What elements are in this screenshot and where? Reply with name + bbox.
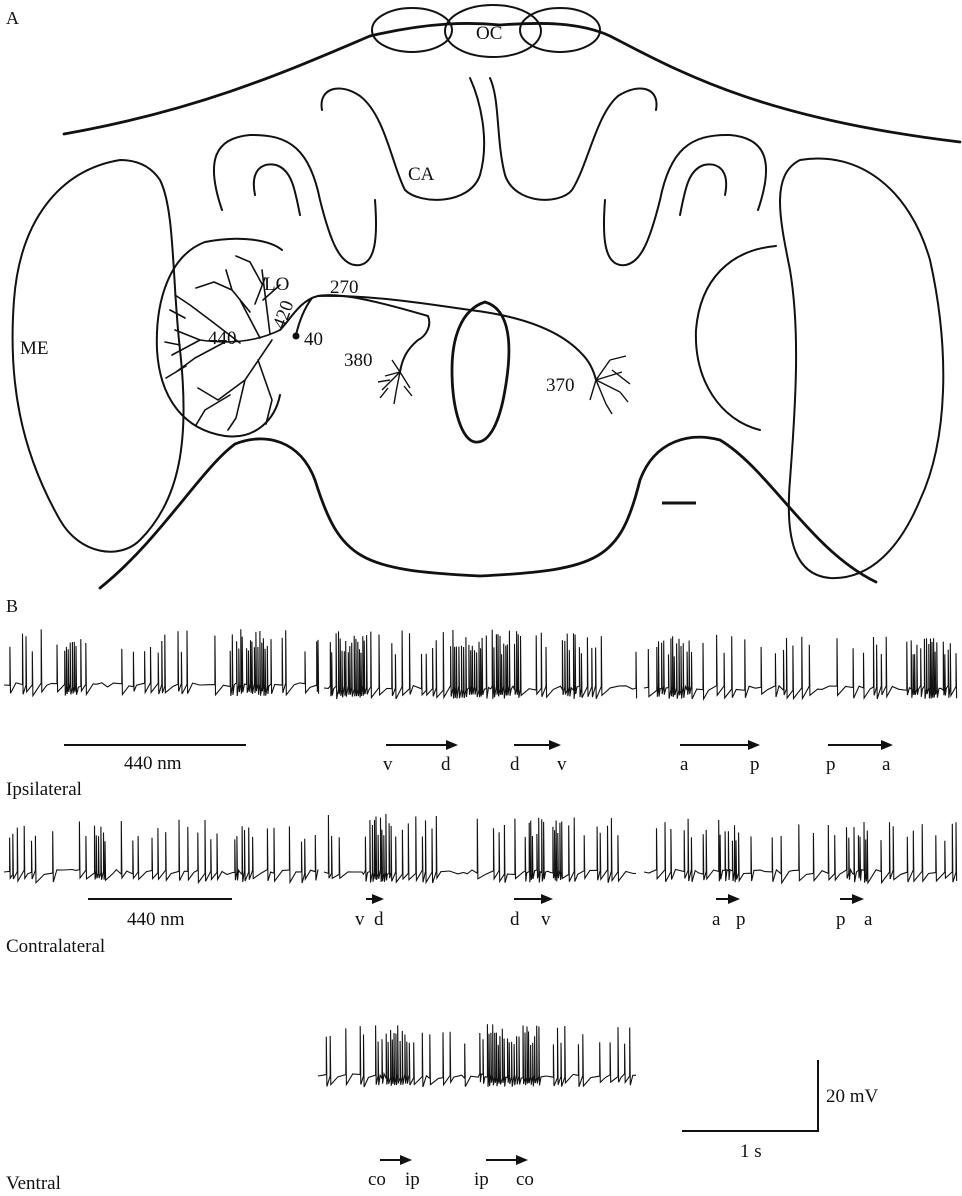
- row-ipsilateral: 440 nm Ipsilateral v d d v a p p a: [4, 629, 957, 800]
- spike-trace: [4, 629, 319, 696]
- calyx-right-inner: [680, 164, 726, 215]
- medulla-right: [780, 158, 943, 578]
- brain-outline: [64, 23, 960, 142]
- arrow-head: [372, 894, 384, 904]
- panel-b: B 440 nm Ipsilateral v d d v a p p a: [4, 596, 957, 1194]
- arrow-head: [881, 740, 893, 750]
- arrow-head: [549, 740, 561, 750]
- segment-from: v: [383, 754, 393, 775]
- stimulus-label: 440 nm: [124, 753, 182, 774]
- arrow-head: [748, 740, 760, 750]
- segment-from: v: [355, 909, 365, 930]
- depth-420-label: 420: [269, 298, 298, 332]
- calyx-inner-right-loop: [490, 78, 657, 200]
- central-oesophagus: [452, 302, 509, 442]
- panel-b-label: B: [6, 596, 18, 616]
- calyx-left-inner: [254, 164, 300, 215]
- segment-to: a: [882, 754, 891, 775]
- calyx-left-outer: [214, 135, 376, 265]
- spike-trace: [644, 819, 957, 883]
- segment-to: p: [736, 909, 746, 930]
- segment-from: co: [368, 1169, 386, 1190]
- row-ventral: Ventral co ip ip co: [6, 1024, 636, 1194]
- panel-a: A OC CA ME: [6, 5, 960, 588]
- segment-to: co: [516, 1169, 534, 1190]
- spike-trace: [324, 630, 637, 699]
- ocellus-left: [372, 8, 452, 52]
- scale-bar: 20 mV 1 s: [682, 1060, 879, 1162]
- spike-trace: [324, 814, 636, 883]
- brain-bottom-outline: [100, 437, 876, 588]
- segment-from: d: [510, 754, 520, 775]
- row-contralateral: 440 nm Contralateral v d d v a p p a: [4, 814, 957, 957]
- neuron-soma: [293, 333, 300, 340]
- stimulus-label: 440 nm: [127, 909, 185, 930]
- calyx-inner-left-loop: [322, 78, 485, 200]
- panel-a-label: A: [6, 8, 19, 28]
- medulla-label: ME: [20, 338, 49, 359]
- row-label-contralateral: Contralateral: [6, 936, 105, 957]
- segment-from: a: [712, 909, 721, 930]
- segment-to: a: [864, 909, 873, 930]
- segment-from: d: [510, 909, 520, 930]
- depth-370-label: 370: [546, 375, 575, 396]
- spike-trace: [318, 1024, 636, 1087]
- calyx-right-outer: [604, 135, 766, 265]
- scale-bar-lines: [682, 1060, 818, 1131]
- depth-440-label: 440: [208, 328, 237, 349]
- segment-to: v: [557, 754, 567, 775]
- calyx-label: CA: [408, 164, 435, 185]
- row-label-ipsilateral: Ipsilateral: [6, 779, 82, 800]
- arrow-head: [446, 740, 458, 750]
- terminal-arbor-right: [590, 356, 630, 414]
- segment-to: v: [541, 909, 551, 930]
- depth-380-label: 380: [344, 350, 373, 371]
- scale-voltage-label: 20 mV: [826, 1086, 879, 1107]
- segment-to: d: [441, 754, 451, 775]
- depth-270-label: 270: [330, 277, 359, 298]
- arrow-head: [516, 1155, 528, 1165]
- lobula-right: [696, 246, 776, 430]
- scale-time-label: 1 s: [740, 1141, 762, 1162]
- row-label-ventral: Ventral: [6, 1173, 61, 1194]
- segment-to: p: [750, 754, 760, 775]
- spike-trace: [4, 820, 318, 883]
- segment-from: ip: [474, 1169, 489, 1190]
- arrow-head: [728, 894, 740, 904]
- arrow-head: [852, 894, 864, 904]
- segment-to: ip: [405, 1169, 420, 1190]
- arrow-head: [541, 894, 553, 904]
- lobula-label: LO: [264, 274, 289, 295]
- segment-from: a: [680, 754, 689, 775]
- segment-to: d: [374, 909, 384, 930]
- segment-from: p: [836, 909, 846, 930]
- arrow-head: [400, 1155, 412, 1165]
- segment-from: p: [826, 754, 836, 775]
- spike-trace: [644, 635, 957, 699]
- ocelli-label: OC: [476, 23, 502, 44]
- depth-40-label: 40: [304, 329, 323, 350]
- terminal-arbor-left: [378, 360, 412, 404]
